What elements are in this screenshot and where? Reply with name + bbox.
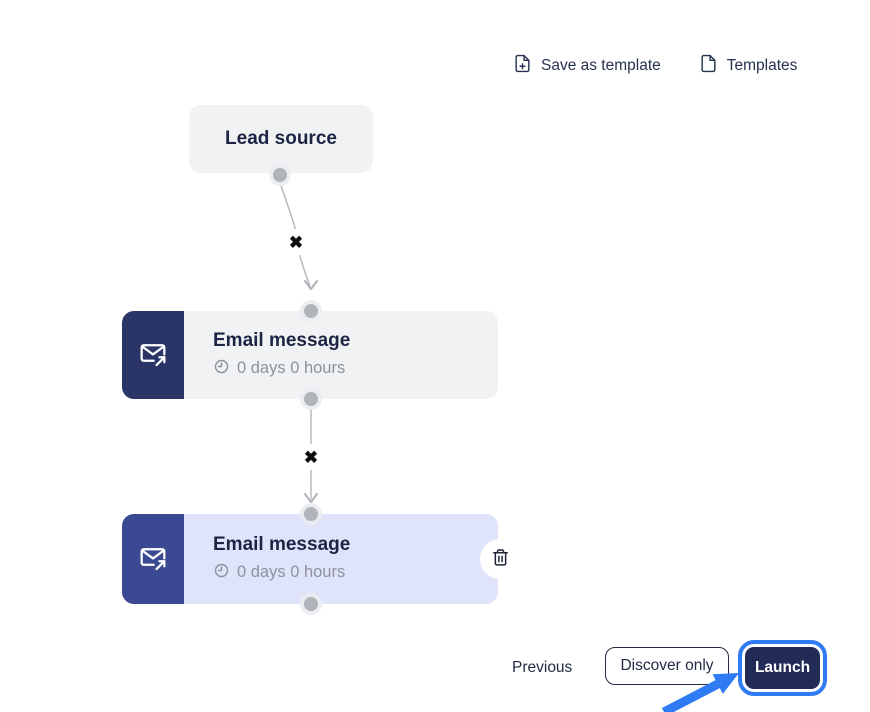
previous-button[interactable]: Previous	[512, 659, 573, 676]
save-as-template-label: Save as template	[541, 57, 661, 74]
file-plus-icon	[513, 54, 532, 78]
step-icon-block	[122, 311, 184, 399]
launch-highlight-ring: Launch	[738, 640, 827, 696]
step-icon-block	[122, 514, 184, 604]
step-delay: 0 days 0 hours	[213, 562, 498, 584]
arrowhead-down-icon	[304, 493, 318, 503]
save-as-template-button[interactable]: Save as template	[513, 54, 661, 78]
connector-dot[interactable]	[304, 597, 318, 611]
delete-step-button[interactable]	[480, 539, 520, 579]
connector-dot[interactable]	[304, 304, 318, 318]
step-title: Email message	[213, 330, 351, 352]
remove-connection-icon[interactable]: ✖	[283, 229, 309, 255]
arrowhead-down-icon	[304, 280, 318, 290]
clock-icon	[213, 358, 230, 380]
toolbar: Save as template Templates	[513, 54, 797, 78]
step-delay: 0 days 0 hours	[213, 358, 498, 380]
discover-only-button[interactable]: Discover only	[605, 647, 729, 685]
lead-source-label: Lead source	[225, 128, 337, 149]
email-step-node-2[interactable]: Email message 0 days 0 hours	[122, 514, 498, 604]
email-step-node-1[interactable]: Email message 0 days 0 hours	[122, 311, 498, 399]
connector-dot[interactable]	[304, 392, 318, 406]
step-body: Email message 0 days 0 hours	[184, 514, 498, 604]
connector-dot[interactable]	[273, 168, 287, 182]
lead-source-node[interactable]: Lead source	[189, 105, 373, 173]
step-title: Email message	[213, 534, 351, 556]
connector-dot[interactable]	[304, 507, 318, 521]
email-send-icon	[136, 336, 170, 375]
remove-connection-icon[interactable]: ✖	[298, 444, 324, 470]
templates-label: Templates	[726, 57, 798, 74]
launch-button[interactable]: Launch	[745, 647, 820, 689]
file-icon	[699, 54, 718, 78]
step-delay-label: 0 days 0 hours	[237, 563, 346, 582]
trash-icon	[491, 548, 510, 570]
clock-icon	[213, 562, 230, 584]
email-send-icon	[136, 540, 170, 579]
templates-button[interactable]: Templates	[699, 54, 798, 78]
step-body: Email message 0 days 0 hours	[184, 311, 498, 399]
step-delay-label: 0 days 0 hours	[237, 359, 346, 378]
